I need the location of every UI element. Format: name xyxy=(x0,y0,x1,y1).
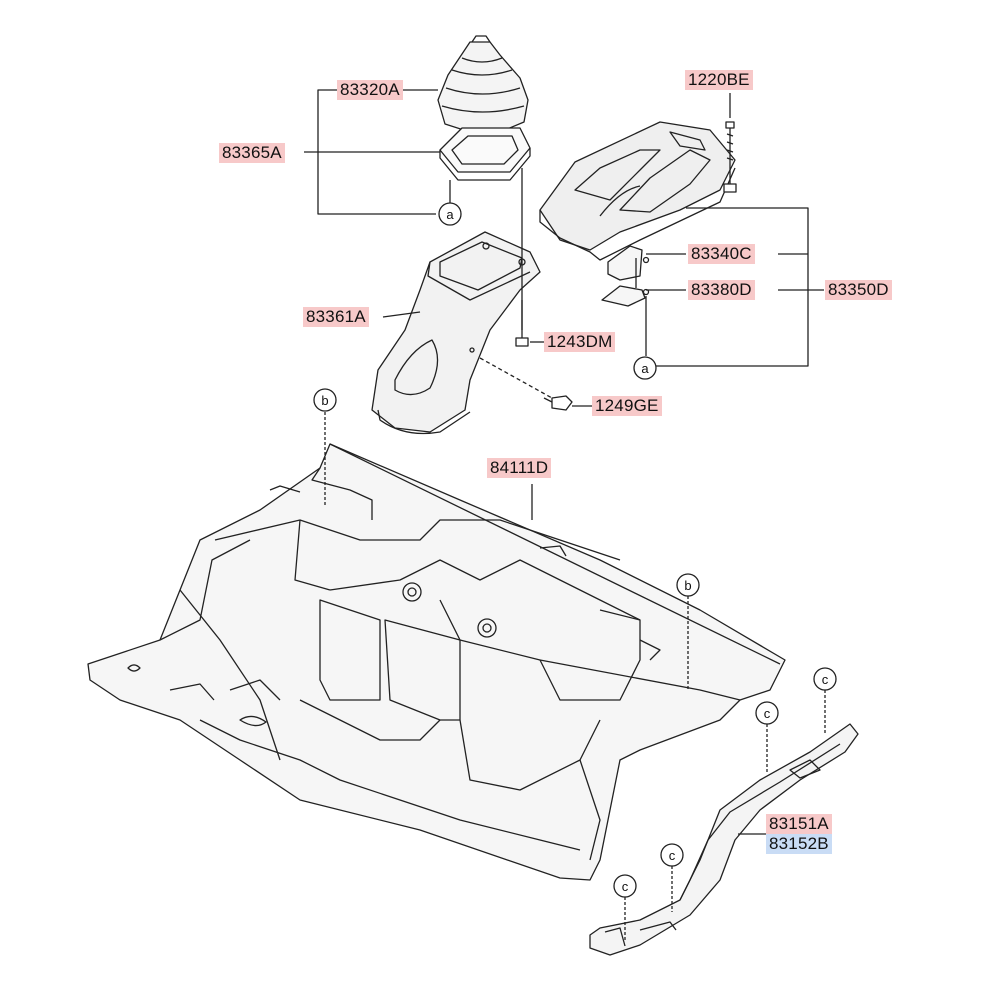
part-label-83380d[interactable]: 83380D xyxy=(688,280,755,300)
side-trim-drawing xyxy=(589,723,859,956)
part-label-83320a[interactable]: 83320A xyxy=(337,80,403,100)
part-label-83152b[interactable]: 83152B xyxy=(766,834,832,854)
part-label-83361a[interactable]: 83361A xyxy=(303,307,369,327)
callout-c-2-text: c xyxy=(764,706,771,721)
callout-b-right-text: b xyxy=(684,578,691,593)
callout-a-upper-text: a xyxy=(446,207,454,222)
rear-console-drawing xyxy=(539,121,736,261)
part-label-1220be[interactable]: 1220BE xyxy=(685,70,753,90)
floor-carpet-drawing xyxy=(87,443,786,881)
part-label-83340c[interactable]: 83340C xyxy=(688,244,755,264)
boot-retainer-drawing xyxy=(439,127,531,181)
shift-boot-drawing xyxy=(437,35,529,133)
bolt-1220be-drawing xyxy=(723,121,737,193)
part-label-83151a[interactable]: 83151A xyxy=(766,814,832,834)
part-label-83365a[interactable]: 83365A xyxy=(219,143,285,163)
callout-c-1-text: c xyxy=(822,672,829,687)
callout-b-right xyxy=(676,573,700,597)
leader-lines xyxy=(304,89,826,942)
bracket-drawing xyxy=(601,245,650,307)
callout-letters: a a b b c c c c xyxy=(321,207,828,894)
callout-c-4 xyxy=(613,874,637,898)
part-label-84111d[interactable]: 84111D xyxy=(487,458,552,478)
callout-b-left-text: b xyxy=(321,393,328,408)
part-label-83350d[interactable]: 83350D xyxy=(825,280,892,300)
callout-a-lower-text: a xyxy=(641,361,649,376)
callout-c-3-text: c xyxy=(669,848,676,863)
callout-c-1 xyxy=(813,667,837,691)
part-label-1243dm[interactable]: 1243DM xyxy=(544,332,616,352)
screw-1249ge-drawing xyxy=(479,357,573,411)
callout-c-4-text: c xyxy=(622,879,629,894)
callout-c-3 xyxy=(660,843,684,867)
callout-a-lower xyxy=(633,356,657,380)
part-label-1249ge[interactable]: 1249GE xyxy=(592,396,662,416)
callout-b-left xyxy=(313,388,337,412)
callout-circles xyxy=(313,202,837,898)
console-front-drawing xyxy=(371,231,541,435)
callout-c-2 xyxy=(755,701,779,725)
callout-a-upper xyxy=(438,202,462,226)
